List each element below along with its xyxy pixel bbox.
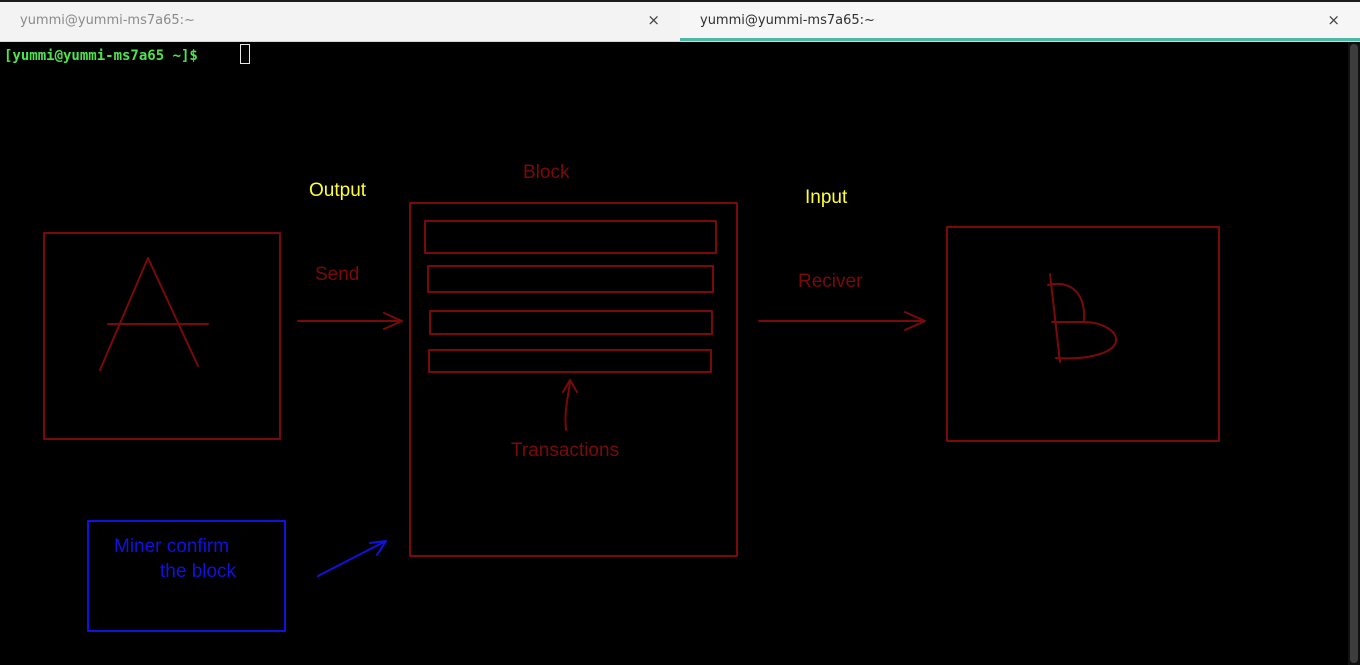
transaction-row [428, 349, 712, 373]
tab-title: yummi@yummi-ms7a65:~ [20, 13, 195, 28]
receiver-label: Reciver [798, 271, 863, 292]
transaction-row [429, 310, 713, 335]
tab-terminal-1[interactable]: yummi@yummi-ms7a65:~ × [0, 2, 680, 41]
transactions-label: Transactions [511, 440, 620, 461]
text-cursor [240, 44, 250, 64]
transaction-row [427, 265, 714, 293]
block-label: Block [523, 162, 570, 183]
box-a [43, 232, 281, 440]
close-icon[interactable]: × [1327, 11, 1340, 29]
scrollbar-thumb[interactable] [1350, 44, 1358, 663]
shell-prompt: [yummi@yummi-ms7a65 ~]$ [4, 48, 198, 64]
miner-label-line-1: Miner confirm [114, 536, 230, 557]
close-icon[interactable]: × [647, 11, 660, 29]
letter-a-glyph [99, 257, 209, 371]
receiver-arrow [758, 311, 926, 331]
output-label: Output [309, 180, 367, 201]
terminal-area[interactable]: [yummi@yummi-ms7a65 ~]$ [0, 42, 1348, 665]
miner-arrow [317, 540, 387, 577]
block-box [409, 202, 738, 557]
miner-label-line-2: the block [160, 561, 237, 582]
scrollbar[interactable] [1348, 42, 1360, 665]
send-arrow [297, 312, 403, 330]
tab-bar: yummi@yummi-ms7a65:~ × yummi@yummi-ms7a6… [0, 0, 1360, 42]
transactions-arrow [562, 379, 578, 431]
tab-terminal-2[interactable]: yummi@yummi-ms7a65:~ × [680, 2, 1360, 41]
send-label: Send [315, 264, 360, 285]
letter-b-glyph [1047, 273, 1118, 363]
box-b [946, 226, 1220, 442]
transaction-row [424, 220, 717, 254]
input-label: Input [805, 187, 848, 208]
miner-box [87, 520, 286, 632]
tab-title: yummi@yummi-ms7a65:~ [700, 13, 875, 28]
